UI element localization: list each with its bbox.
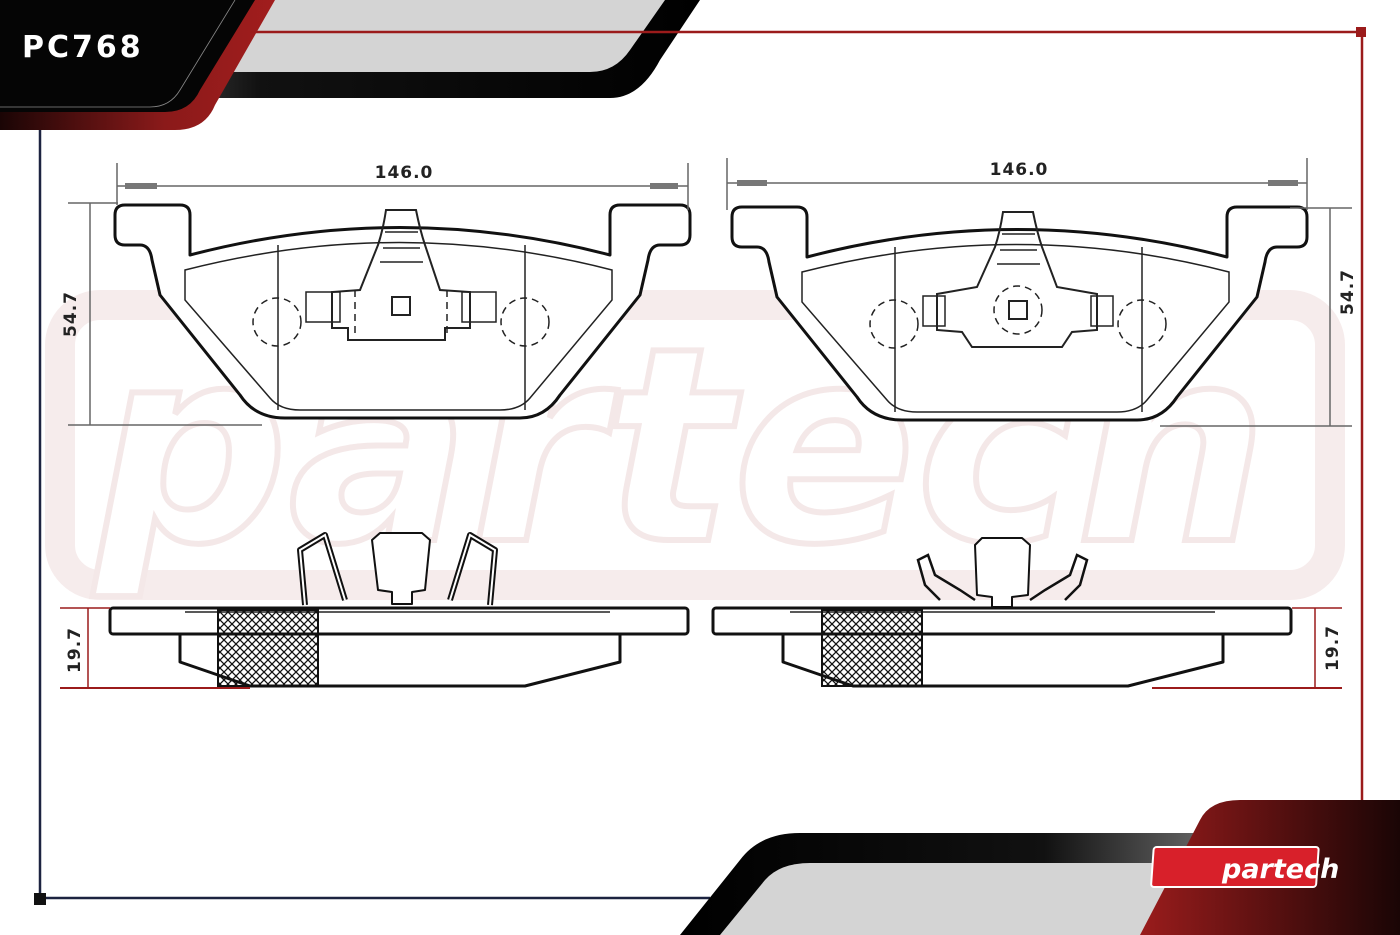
footer-banner: partech	[680, 800, 1400, 935]
pad-side-view-right	[711, 537, 1293, 688]
frame	[34, 27, 1366, 905]
dimension-thickness-right: 19.7	[1152, 607, 1343, 689]
svg-text:partech: partech	[1221, 854, 1339, 885]
svg-text:19.7: 19.7	[65, 627, 85, 673]
dimension-height-right: 54.7	[1160, 207, 1358, 427]
pad-front-view-left	[113, 203, 692, 420]
partech-logo: partech	[1150, 846, 1339, 888]
svg-text:146.0: 146.0	[990, 160, 1049, 180]
pad-front-view-right	[730, 205, 1309, 422]
dimension-width-right: 146.0	[726, 158, 1308, 210]
dimension-width-left: 146.0	[116, 163, 689, 210]
header-banner: PC768	[0, 0, 700, 130]
svg-text:54.7: 54.7	[1338, 269, 1358, 315]
dimension-thickness-left: 19.7	[60, 607, 250, 689]
svg-text:19.7: 19.7	[1323, 625, 1343, 671]
dimension-height-left: 54.7	[61, 202, 262, 426]
part-number: PC768	[22, 30, 144, 65]
svg-text:146.0: 146.0	[375, 163, 434, 183]
svg-text:54.7: 54.7	[61, 291, 81, 337]
pad-side-view-left	[108, 532, 690, 688]
